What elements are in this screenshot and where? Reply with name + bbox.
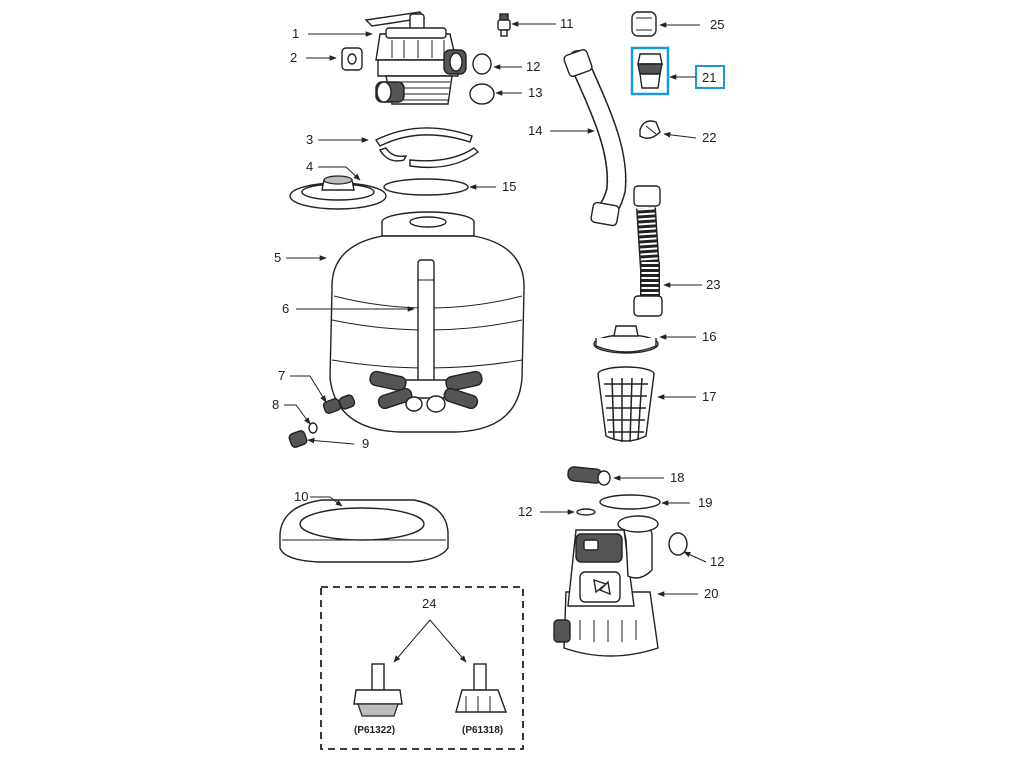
part-21-highlight-box: [630, 46, 670, 96]
variant-label-right: (P61318): [462, 725, 503, 736]
part-22-hose-clamp: [639, 120, 661, 139]
leader-lines: [284, 21, 707, 663]
part-19-o-ring: [599, 494, 661, 510]
part-10-tank-base: [279, 499, 449, 563]
callout-23: 23: [706, 277, 720, 292]
callout-24: 24: [422, 596, 436, 611]
part-16-strainer-lid: [593, 325, 659, 354]
callout-5: 5: [274, 250, 281, 265]
part-25-nut: [631, 11, 657, 37]
callout-9: 9: [362, 436, 369, 451]
callout-2: 2: [290, 50, 297, 65]
part-18-hose-adapter: [567, 466, 611, 486]
part-6-lateral-assembly: [369, 259, 483, 413]
part-7-lateral-b: [338, 394, 356, 410]
callout-25: 25: [710, 17, 724, 32]
callout-3: 3: [306, 132, 313, 147]
callout-4: 4: [306, 159, 313, 174]
part-15-o-ring: [383, 178, 469, 196]
part-13-o-ring: [469, 83, 495, 105]
callout-19: 19: [698, 495, 712, 510]
part-14-hose: [563, 48, 627, 227]
callout-1: 1: [292, 26, 299, 41]
callout-16: 16: [702, 329, 716, 344]
callout-12-right: 12: [710, 554, 724, 569]
part-20-pump: [553, 515, 659, 657]
callout-20: 20: [704, 586, 718, 601]
part-4-lid-diffuser: [289, 175, 387, 210]
part-24-adapter-left: [353, 663, 403, 717]
callout-13: 13: [528, 85, 542, 100]
callout-15: 15: [502, 179, 516, 194]
part-24-group-box: [320, 586, 524, 750]
part-12-o-ring-mid: [576, 508, 596, 516]
part-8-drain-plug-ring: [308, 422, 318, 434]
part-2-pressure-gauge-plug: [341, 47, 363, 71]
part-3-clamp: [374, 127, 480, 169]
part-12-o-ring-right: [668, 532, 688, 556]
part-12-o-ring-top: [472, 53, 492, 75]
variant-label-left: (P61322): [354, 725, 395, 736]
callout-18: 18: [670, 470, 684, 485]
part-17-strainer-basket: [597, 366, 655, 443]
callout-labels: 1 2 3 4 5 6 7 8 9 10 11 12 13 14 15 25 2…: [272, 16, 724, 736]
callout-6: 6: [282, 301, 289, 316]
part-11-drain-valve: [497, 13, 511, 37]
callout-7: 7: [278, 368, 285, 383]
callout-17: 17: [702, 389, 716, 404]
callout-8: 8: [272, 397, 279, 412]
part-23-hose: [633, 185, 663, 317]
callout-12-mid: 12: [518, 504, 532, 519]
callout-14: 14: [528, 123, 542, 138]
part-1-multiport-valve: [364, 11, 467, 105]
callout-12-top: 12: [526, 59, 540, 74]
part-21-fitting: [637, 53, 663, 89]
part-24-adapter-right: [455, 663, 507, 713]
callout-11: 11: [560, 16, 574, 31]
callout-21: 21: [702, 70, 716, 85]
callout-22: 22: [702, 130, 716, 145]
callout-10: 10: [294, 489, 308, 504]
part-9-drain-cap: [288, 430, 308, 448]
